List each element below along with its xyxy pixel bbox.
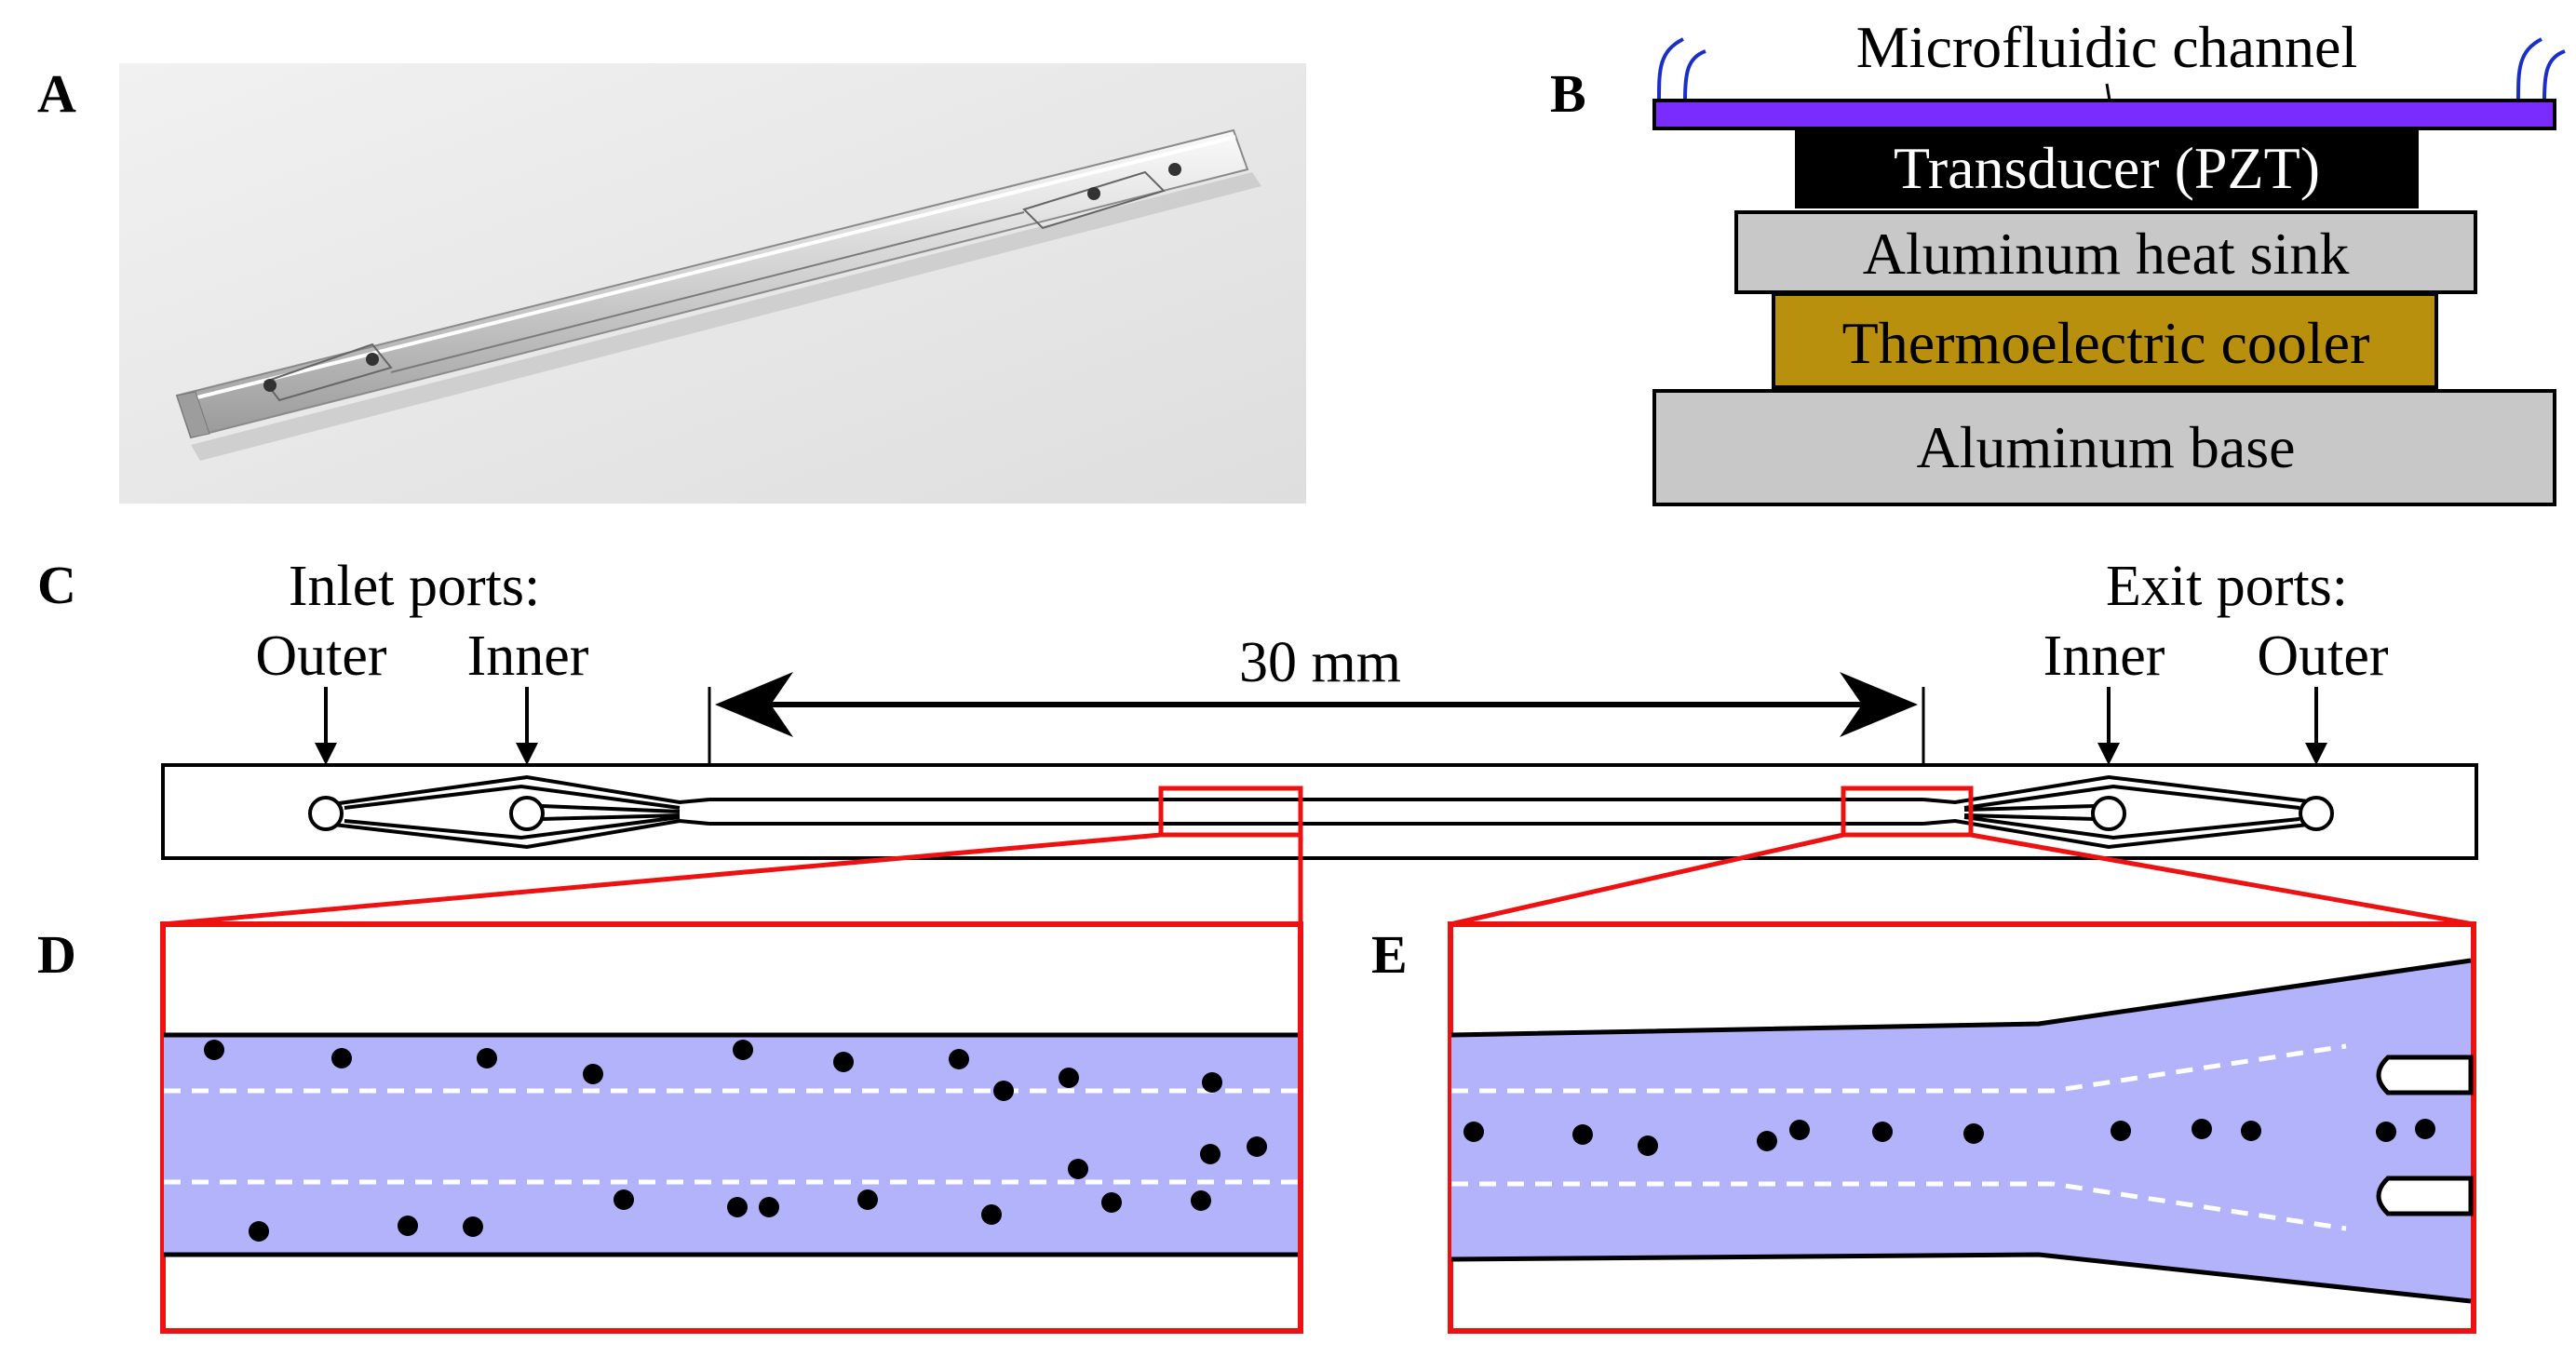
exit-ports-title: Exit ports:	[2106, 555, 2348, 618]
zoom-box-d	[1158, 786, 1303, 838]
splitter-lower-e	[2376, 1176, 2474, 1216]
tubing-right	[2516, 37, 2566, 101]
fluid-channel-e	[1451, 961, 2471, 1301]
exit-outer-port	[2299, 796, 2334, 831]
glass-capillary-chip	[175, 128, 1261, 461]
inlet-network	[308, 774, 710, 850]
panel-letter-c: C	[37, 555, 76, 615]
main-channel	[709, 798, 1923, 826]
exit-network	[1922, 774, 2334, 850]
panel-letter-a: A	[37, 63, 76, 124]
inlet-inner-port	[509, 796, 545, 831]
fluid-channel-d	[164, 1035, 1298, 1255]
panel-letter-e: E	[1371, 924, 1408, 985]
dimension-arrow	[708, 672, 1925, 793]
layer-heat-sink-label: Aluminum heat sink	[1863, 221, 2350, 287]
zoom-connectors	[162, 832, 2475, 927]
panel-letter-b: B	[1550, 63, 1586, 124]
dimension-label: 30 mm	[1239, 631, 1401, 694]
exit-outer-label: Outer	[2257, 625, 2389, 688]
inlet-outer-label: Outer	[255, 625, 387, 688]
panel-c: C Inlet ports: Outer Inner Exit ports: I…	[37, 555, 2478, 927]
layer-aluminum-base	[1652, 389, 2556, 506]
zoom-box-e	[1841, 786, 1974, 838]
channel-wall-top-e	[1450, 958, 2472, 1038]
panel-e: E	[1371, 921, 2476, 1334]
streamline-top-e	[1451, 1043, 2347, 1094]
layer-aluminum-base-label: Aluminum base	[1916, 414, 2295, 480]
exit-inner-label: Inner	[2043, 625, 2165, 688]
layer-transducer	[1795, 128, 2419, 208]
panel-b: B Microfluidic channel Transducer (PZT) …	[1550, 14, 2566, 506]
particles-d	[204, 1040, 1267, 1242]
tubing-left	[1657, 37, 1706, 101]
particles-e	[1463, 1119, 2435, 1156]
layer-thermoelectric-cooler-label: Thermoelectric cooler	[1842, 310, 2370, 376]
port-arrows	[315, 687, 2327, 765]
inlet-inner-label: Inner	[467, 625, 589, 688]
layer-heat-sink	[1734, 210, 2477, 294]
panel-letter-d: D	[37, 924, 76, 985]
microfluidic-channel-label: Microfluidic channel	[1856, 14, 2357, 80]
splitter-upper-e	[2376, 1055, 2474, 1095]
microfluidic-channel	[1652, 99, 2556, 130]
layer-thermoelectric-cooler	[1772, 292, 2438, 389]
inlet-ports-title: Inlet ports:	[289, 555, 540, 618]
exit-inner-port	[2091, 796, 2126, 831]
streamline-bottom-e	[1451, 1181, 2347, 1231]
panel-d: D	[37, 921, 1303, 1334]
inlet-outer-port	[308, 796, 344, 831]
layer-transducer-label: Transducer (PZT)	[1894, 135, 2320, 201]
channel-wall-bottom-e	[1450, 1252, 2472, 1304]
panel-a: A	[37, 63, 1306, 504]
